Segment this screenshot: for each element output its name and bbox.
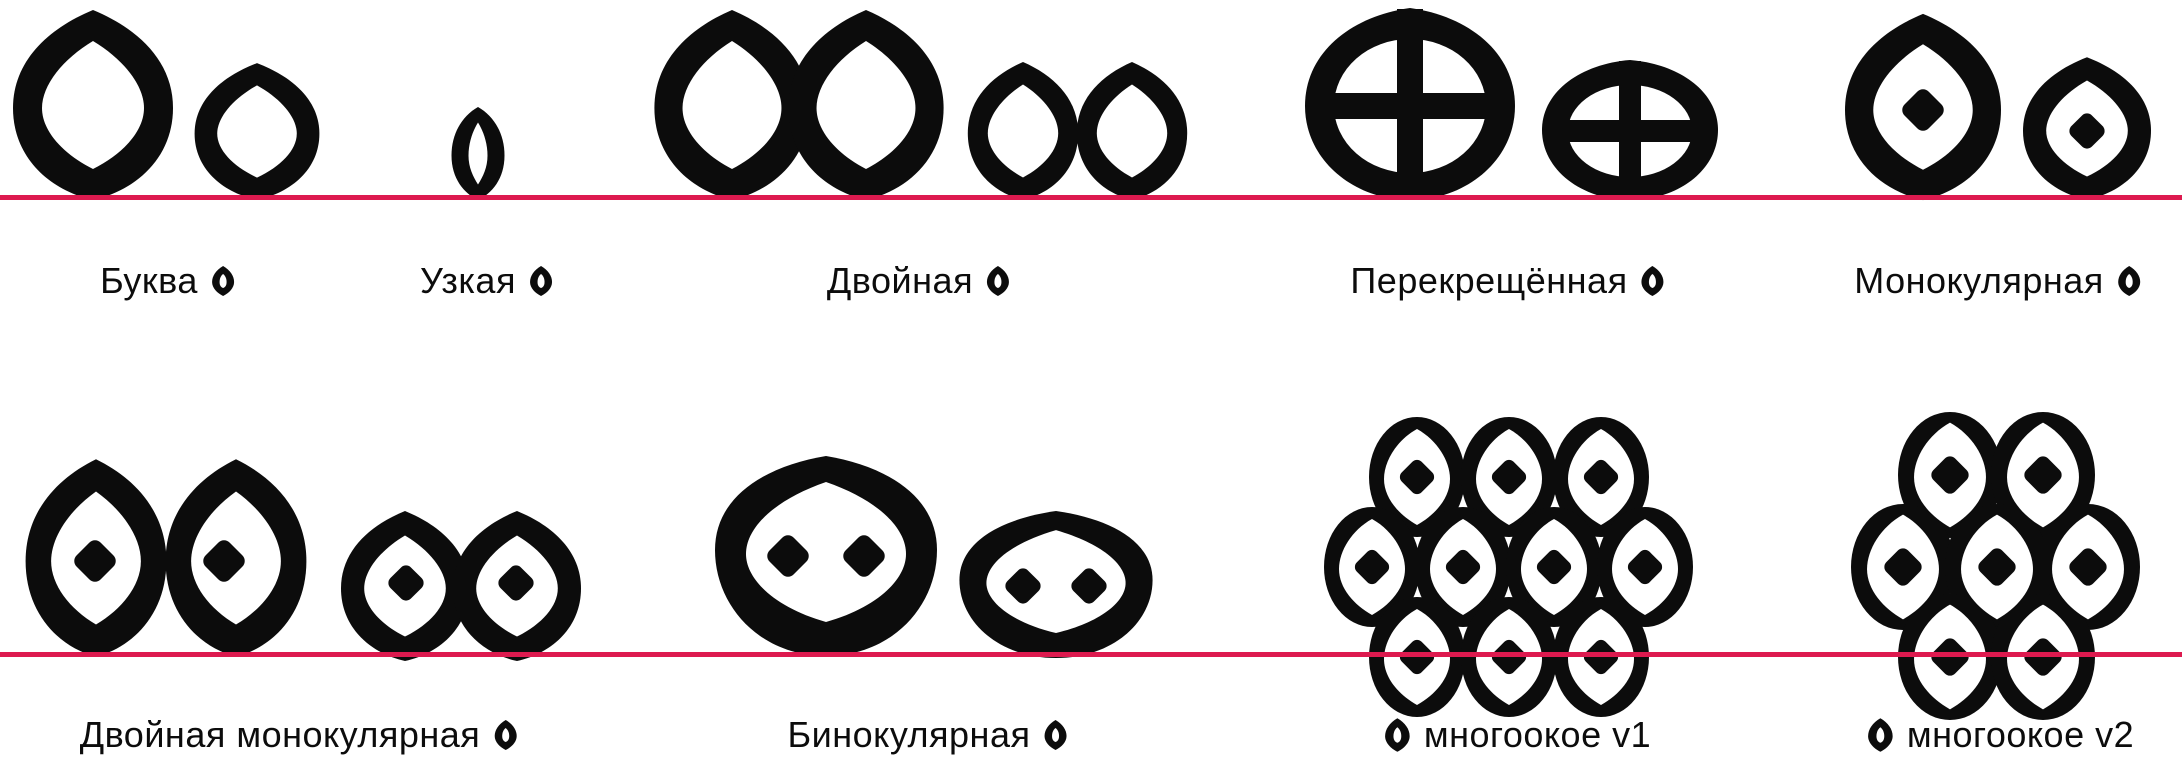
glyph-dvoynaya-o-small (967, 62, 1188, 200)
caption-monokulyarnaya-label: Монокулярная (1854, 260, 2104, 301)
caption-mnogookoe-v2: многоокое v2 (1866, 714, 2134, 756)
letter-o-icon (2117, 266, 2140, 296)
glyph-mnogookoe-v1 (1324, 417, 1693, 717)
caption-mnogookoe-v1-label: многоокое v1 (1423, 714, 1652, 755)
caption-dvoynaya-label: Двойная (826, 260, 974, 301)
glyph-uzkaya-o (451, 107, 505, 200)
caption-mnogookoe-v1: многоокое v1 (1383, 714, 1651, 756)
glyph-perekreschyonnaya-o-small (1542, 60, 1718, 200)
caption-uzkaya-label: Узкая (420, 260, 516, 301)
glyph-bukva-o-small (195, 63, 320, 200)
glyph-dvoynaya-monokulyarnaya-small (341, 510, 581, 662)
glyph-perekreschyonnaya-o-large (1305, 8, 1515, 200)
caption-binokulyarnaya-label: Бинокулярная (787, 714, 1031, 755)
letter-o-icon (987, 266, 1010, 296)
letter-o-icon (1385, 718, 1410, 752)
caption-binokulyarnaya: Бинокулярная (788, 714, 1069, 756)
glyph-monokulyarnaya-o-small (2023, 57, 2151, 200)
letter-o-icon (529, 266, 552, 296)
glyph-binokulyarnaya-large (715, 456, 937, 656)
baseline-top (0, 195, 2182, 200)
caption-perekreschyonnaya-label: Перекрещённая (1350, 260, 1628, 301)
caption-uzkaya: Узкая (420, 260, 554, 302)
glyph-dvoynaya-o-large (654, 10, 944, 200)
caption-bukva: Буква (100, 260, 236, 302)
glyph-dvoynaya-monokulyarnaya-large (25, 459, 307, 657)
letter-o-icon (494, 720, 517, 750)
caption-mnogookoe-v2-label: многоокое v2 (1906, 714, 2135, 755)
letter-o-icon (1641, 266, 1664, 296)
glyph-monokulyarnaya-o-large (1845, 14, 2001, 200)
caption-dvoynaya: Двойная (827, 260, 1011, 302)
caption-dvoynaya-monokulyarnaya-label: Двойная монокулярная (79, 714, 481, 755)
caption-bukva-label: Буква (100, 260, 198, 301)
caption-dvoynaya-monokulyarnaya: Двойная монокулярная (80, 714, 519, 756)
caption-perekreschyonnaya: Перекрещённая (1350, 260, 1665, 302)
letter-o-icon (1044, 720, 1067, 750)
glyph-binokulyarnaya-small (959, 511, 1153, 658)
caption-monokulyarnaya: Монокулярная (1854, 260, 2142, 302)
letter-o-icon (1868, 718, 1893, 752)
glyph-mnogookoe-v2 (1851, 412, 2140, 720)
baseline-bottom (0, 652, 2182, 657)
letter-o-icon (211, 266, 234, 296)
glyph-bukva-o-large (13, 10, 173, 200)
